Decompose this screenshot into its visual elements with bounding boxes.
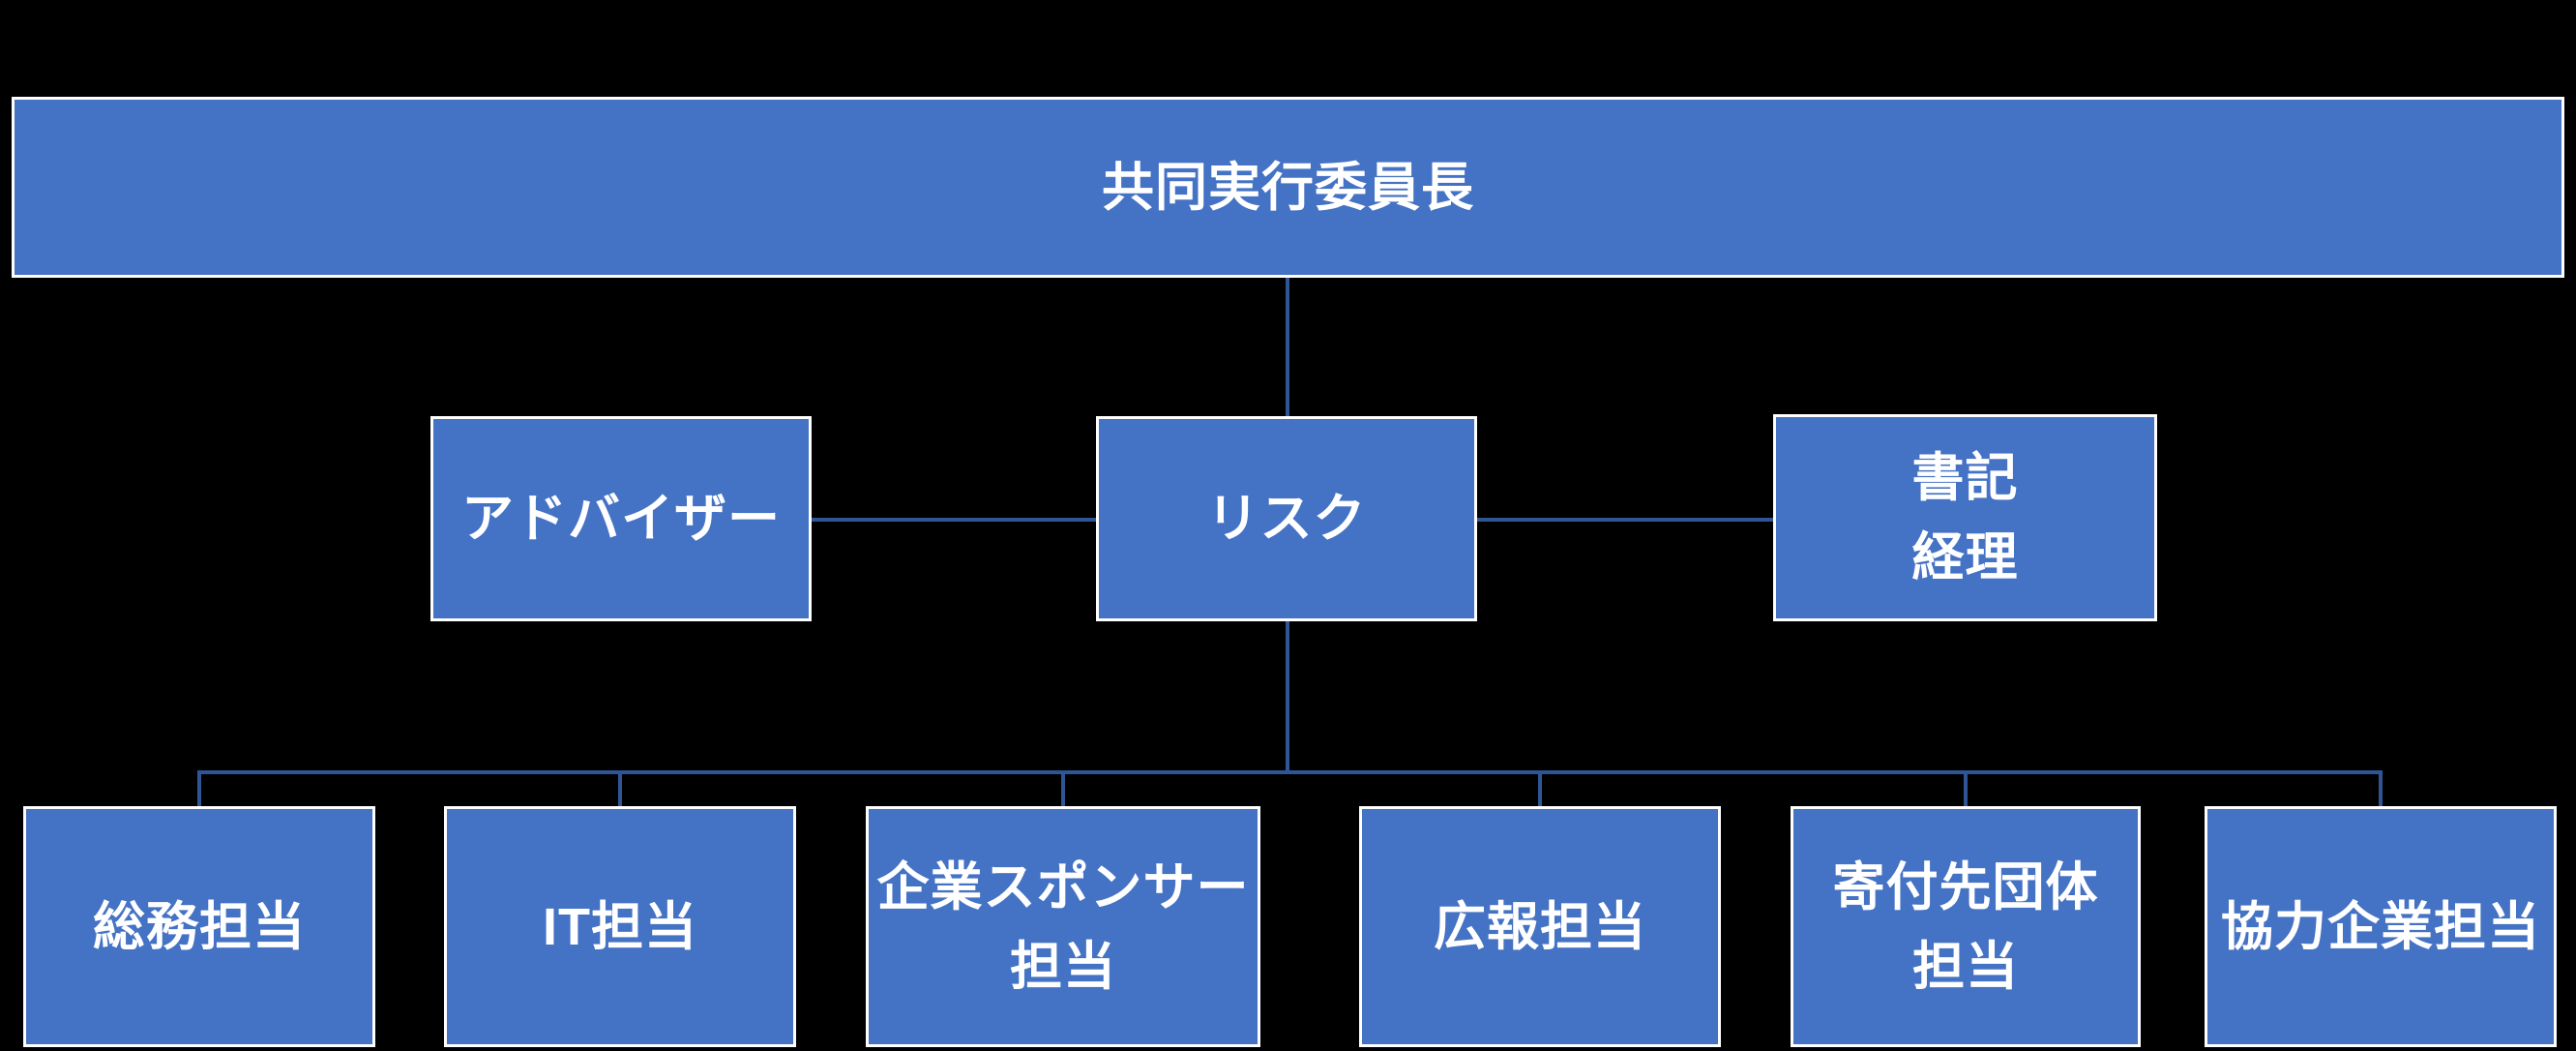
org-node-partner-companies: 協力企業担当 xyxy=(2205,806,2557,1047)
org-node-it: IT担当 xyxy=(444,806,796,1047)
connector-drop-corporate-sponsor xyxy=(1061,770,1065,809)
org-node-label: アドバイザー xyxy=(461,490,781,548)
connector-drop-it xyxy=(618,770,622,809)
org-node-label-line1: 寄付先団体 xyxy=(1832,857,2099,916)
org-node-label: 総務担当 xyxy=(93,897,306,956)
org-node-label-line1: 書記 xyxy=(1911,449,2019,507)
org-node-advisor: アドバイザー xyxy=(430,416,812,621)
connector-drop-pr xyxy=(1538,770,1542,809)
connector-risk-to-secretary xyxy=(1473,518,1777,522)
org-node-label: リスク xyxy=(1206,490,1367,548)
org-node-pr: 広報担当 xyxy=(1359,806,1721,1047)
org-node-label-line2: 担当 xyxy=(1010,937,1116,996)
org-node-label-line1: 企業スポンサー xyxy=(876,857,1250,916)
org-node-label-line2: 担当 xyxy=(1912,937,2019,996)
org-node-risk: リスク xyxy=(1096,416,1477,621)
connector-advisor-to-risk xyxy=(808,518,1100,522)
connector-chair-to-risk xyxy=(1286,276,1289,418)
org-node-label: 共同実行委員長 xyxy=(1102,158,1474,217)
connector-drop-general-affairs xyxy=(197,770,201,809)
connector-drop-partner-companies xyxy=(2379,770,2383,809)
org-node-label: 協力企業担当 xyxy=(2221,897,2540,956)
org-node-label: IT担当 xyxy=(543,897,697,956)
org-node-joint-executive-chair: 共同実行委員長 xyxy=(12,97,2564,278)
connector-drop-donation-org xyxy=(1964,770,1968,809)
org-node-general-affairs: 総務担当 xyxy=(23,806,375,1047)
connector-risk-to-bus xyxy=(1286,619,1289,772)
org-node-label-line2: 経理 xyxy=(1911,528,2019,586)
org-node-secretary-accounting: 書記 経理 xyxy=(1773,414,2157,621)
connector-bottom-bus xyxy=(199,770,2383,774)
org-node-label: 広報担当 xyxy=(1434,897,1646,956)
org-node-donation-recipient-org: 寄付先団体 担当 xyxy=(1791,806,2141,1047)
org-node-corporate-sponsor: 企業スポンサー 担当 xyxy=(866,806,1260,1047)
